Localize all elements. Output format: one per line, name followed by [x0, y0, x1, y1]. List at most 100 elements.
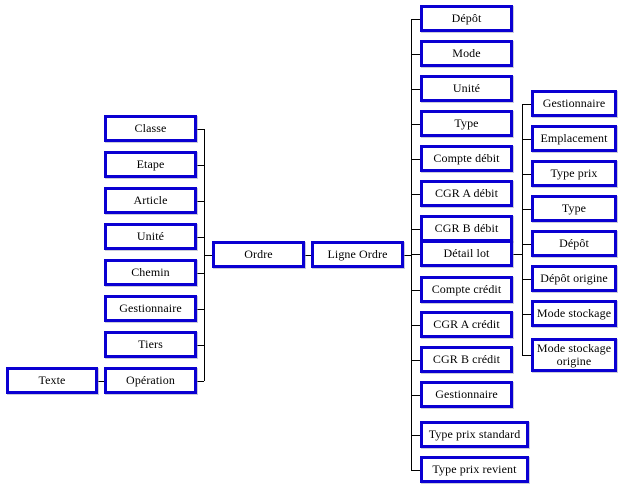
- node-label-depot2: Dépôt: [559, 236, 589, 250]
- node-label-mode-stockage-origine: Mode stockage origine: [536, 341, 612, 368]
- node-classe[interactable]: Classe: [104, 115, 197, 142]
- stub-classe: [197, 129, 204, 130]
- stub-cgr-b-debit: [411, 229, 420, 230]
- node-etape[interactable]: Etape: [104, 151, 197, 178]
- stub-type-prix-revient: [411, 470, 420, 471]
- node-cgr-a-debit[interactable]: CGR A débit: [420, 180, 513, 207]
- stub-type: [411, 124, 420, 125]
- node-ordre[interactable]: Ordre: [212, 241, 305, 268]
- node-label-compte-debit: Compte débit: [433, 151, 500, 165]
- stub-ordre-left: [204, 255, 212, 256]
- stub-type-prix-standard: [411, 435, 420, 436]
- node-label-gestionnaire2: Gestionnaire: [435, 387, 498, 401]
- node-compte-debit[interactable]: Compte débit: [420, 145, 513, 172]
- node-ligne-ordre[interactable]: Ligne Ordre: [311, 241, 404, 268]
- trunk-ligne-ordre: [411, 19, 412, 470]
- stub-cgr-b-credit: [411, 360, 420, 361]
- node-mode[interactable]: Mode: [420, 40, 513, 67]
- stub-cgr-a-credit: [411, 325, 420, 326]
- node-label-texte: Texte: [38, 373, 66, 387]
- node-detail-lot[interactable]: Détail lot: [420, 240, 513, 267]
- stub-detail-lot: [411, 254, 420, 255]
- stub-type2: [522, 209, 531, 210]
- node-label-depot-origine: Dépôt origine: [540, 271, 608, 285]
- node-gestionnaire2[interactable]: Gestionnaire: [420, 381, 513, 408]
- stub-cgr-a-debit: [411, 194, 420, 195]
- link-texte-operation: [98, 381, 104, 382]
- node-label-depot: Dépôt: [451, 11, 482, 25]
- node-label-cgr-a-debit: CGR A débit: [434, 186, 499, 200]
- node-label-ligne-ordre: Ligne Ordre: [327, 247, 388, 261]
- node-label-gestionnaire: Gestionnaire: [119, 301, 182, 315]
- stub-mode-stockage-origine: [522, 355, 531, 356]
- node-label-mode: Mode: [452, 46, 481, 60]
- node-cgr-a-credit[interactable]: CGR A crédit: [420, 311, 513, 338]
- link-ordre-ligne-ordre: [305, 255, 311, 256]
- node-label-type: Type: [454, 116, 479, 130]
- node-cgr-b-credit[interactable]: CGR B crédit: [420, 346, 513, 373]
- node-mode-stockage[interactable]: Mode stockage: [531, 300, 617, 327]
- stub-compte-credit: [411, 290, 420, 291]
- stub-type-prix: [522, 174, 531, 175]
- node-label-unite2: Unité: [452, 81, 481, 95]
- stub-depot2: [522, 244, 531, 245]
- node-type2[interactable]: Type: [531, 195, 617, 222]
- node-mode-stockage-origine[interactable]: Mode stockage origine: [531, 338, 617, 372]
- stub-unite2: [411, 89, 420, 90]
- node-label-unite: Unité: [136, 229, 165, 243]
- node-depot-origine[interactable]: Dépôt origine: [531, 265, 617, 292]
- stub-operation: [197, 381, 204, 382]
- node-depot[interactable]: Dépôt: [420, 5, 513, 32]
- stub-chemin: [197, 273, 204, 274]
- node-type-prix-standard[interactable]: Type prix standard: [420, 421, 529, 448]
- stub-tiers: [197, 345, 204, 346]
- node-label-article: Article: [133, 193, 168, 207]
- node-tiers[interactable]: Tiers: [104, 331, 197, 358]
- node-chemin[interactable]: Chemin: [104, 259, 197, 286]
- node-type[interactable]: Type: [420, 110, 513, 137]
- stub-ligne-ordre-right: [404, 255, 411, 256]
- node-compte-credit[interactable]: Compte crédit: [420, 276, 513, 303]
- node-label-chemin: Chemin: [131, 265, 170, 279]
- stub-gestionnaire: [197, 309, 204, 310]
- node-label-tiers: Tiers: [138, 337, 163, 351]
- node-gestionnaire3[interactable]: Gestionnaire: [531, 90, 617, 117]
- stub-unite: [197, 237, 204, 238]
- node-label-type-prix-standard: Type prix standard: [428, 427, 521, 441]
- stub-etape: [197, 165, 204, 166]
- node-emplacement[interactable]: Emplacement: [531, 125, 617, 152]
- node-type-prix[interactable]: Type prix: [531, 160, 617, 187]
- stub-depot-origine: [522, 279, 531, 280]
- node-unite2[interactable]: Unité: [420, 75, 513, 102]
- stub-emplacement: [522, 139, 531, 140]
- node-label-cgr-a-credit: CGR A crédit: [433, 317, 500, 331]
- node-label-operation: Opération: [126, 373, 175, 387]
- stub-depot: [411, 19, 420, 20]
- node-unite[interactable]: Unité: [104, 223, 197, 250]
- stub-compte-debit: [411, 159, 420, 160]
- stub-gestionnaire2: [411, 395, 420, 396]
- node-cgr-b-debit[interactable]: CGR B débit: [420, 215, 513, 242]
- node-type-prix-revient[interactable]: Type prix revient: [420, 456, 529, 483]
- stub-mode-stockage: [522, 314, 531, 315]
- node-operation[interactable]: Opération: [104, 367, 197, 394]
- node-label-classe: Classe: [134, 121, 167, 135]
- node-depot2[interactable]: Dépôt: [531, 230, 617, 257]
- node-texte[interactable]: Texte: [6, 367, 98, 394]
- node-label-etape: Etape: [136, 157, 165, 171]
- node-label-cgr-b-debit: CGR B débit: [434, 221, 499, 235]
- node-article[interactable]: Article: [104, 187, 197, 214]
- stub-article: [197, 201, 204, 202]
- node-label-mode-stockage: Mode stockage: [536, 306, 612, 320]
- stub-gestionnaire3: [522, 104, 531, 105]
- stub-mode: [411, 54, 420, 55]
- node-label-ordre: Ordre: [244, 247, 273, 261]
- node-gestionnaire[interactable]: Gestionnaire: [104, 295, 197, 322]
- node-label-cgr-b-credit: CGR B crédit: [432, 352, 501, 366]
- node-label-type-prix-revient: Type prix revient: [432, 462, 517, 476]
- node-label-type2: Type: [561, 201, 587, 215]
- node-label-type-prix: Type prix: [550, 166, 598, 180]
- node-label-emplacement: Emplacement: [540, 131, 608, 145]
- stub-detail-lot-right: [513, 254, 522, 255]
